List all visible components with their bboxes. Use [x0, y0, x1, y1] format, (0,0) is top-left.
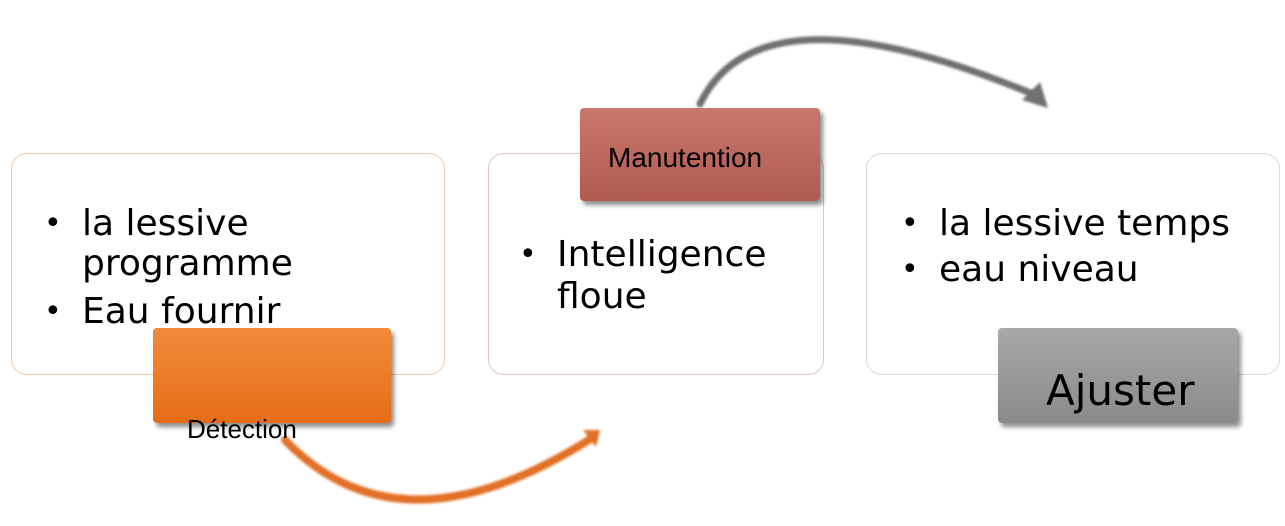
manutention-tag: Manutention — [580, 108, 820, 201]
manutention-label: Manutention — [608, 142, 763, 173]
list-item: •la lessive programme — [44, 203, 293, 284]
gray-arc-arrow — [696, 36, 1039, 108]
list-item: •eau niveau — [901, 249, 1139, 290]
orange-arc-arrow — [281, 434, 596, 504]
detection-label: Détection — [187, 414, 297, 444]
list-item: •Intelligence floue — [519, 234, 767, 317]
detection-tag: Détection — [153, 328, 391, 444]
card-ajuster: •la lessive temps •eau niveau — [866, 153, 1280, 375]
list-item: •la lessive temps — [901, 203, 1231, 244]
ajuster-tag: Ajuster — [998, 328, 1238, 423]
ajuster-label: Ajuster — [1046, 366, 1195, 415]
list-item: •Eau fournir — [44, 291, 281, 332]
gray-arrowhead — [1022, 82, 1048, 108]
orange-arrowhead — [583, 430, 600, 447]
